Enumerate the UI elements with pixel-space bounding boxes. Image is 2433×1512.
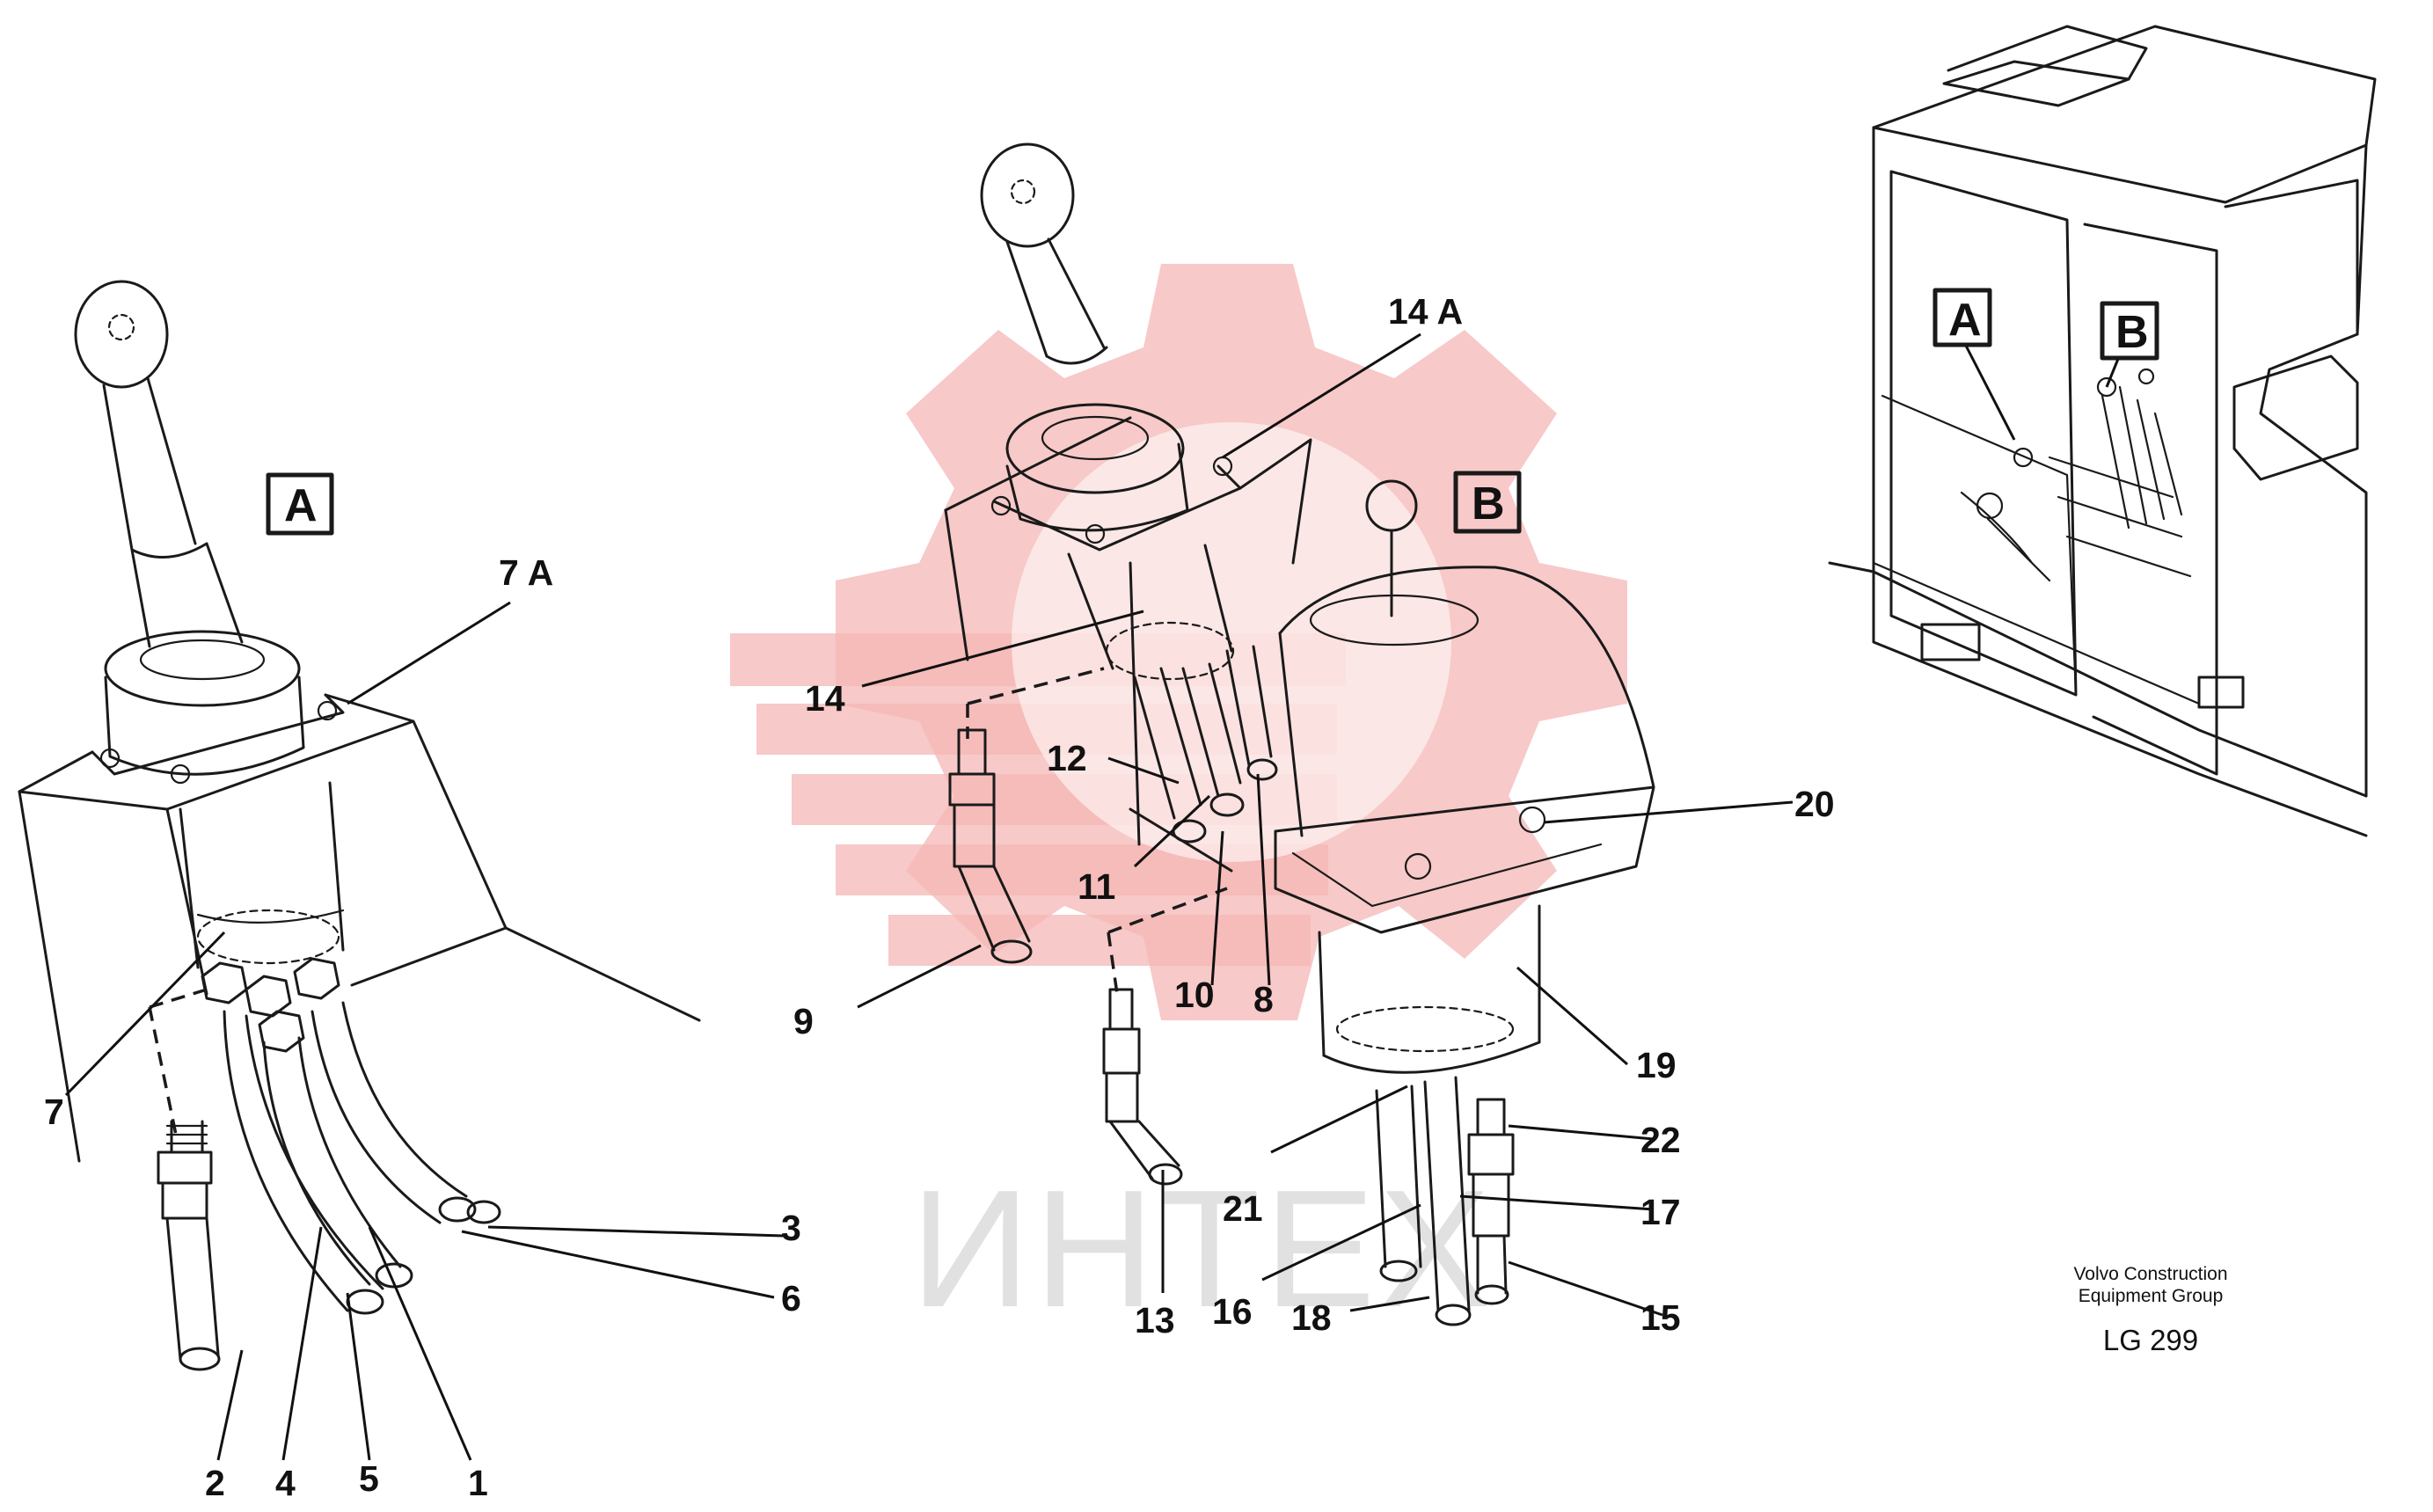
callout-8: 8	[1253, 979, 1274, 1019]
watermark-logo	[730, 264, 1627, 1020]
view-a-label: A	[284, 480, 318, 531]
callout-16: 16	[1212, 1291, 1253, 1332]
view-b-label: B	[1472, 478, 1505, 530]
callout-11: 11	[1078, 866, 1115, 907]
cab-overview	[1828, 25, 2377, 837]
cab-view-a-label: A	[1948, 295, 1982, 346]
callout-18: 18	[1291, 1297, 1332, 1338]
callout-20: 20	[1794, 784, 1835, 824]
callout-10: 10	[1174, 975, 1215, 1015]
callout-14: 14	[805, 678, 845, 719]
leader-lines-a	[64, 601, 784, 1461]
callout-7: 7	[44, 1092, 64, 1132]
callout-1: 1	[468, 1463, 488, 1503]
publisher-line-2: Equipment Group	[2079, 1286, 2224, 1306]
callout-6: 6	[781, 1278, 801, 1318]
callout-21: 21	[1223, 1188, 1263, 1229]
leader-lines-b	[857, 332, 1794, 1317]
callout-12: 12	[1047, 738, 1087, 778]
callout-22: 22	[1640, 1120, 1681, 1160]
reference-code: LG 299	[2103, 1324, 2198, 1356]
lever-assembly-a	[18, 280, 701, 1371]
callout-14a: 14 A	[1388, 291, 1463, 332]
callout-15: 15	[1640, 1297, 1681, 1338]
callout-19: 19	[1636, 1045, 1677, 1085]
callout-5: 5	[359, 1458, 379, 1499]
callout-3: 3	[781, 1208, 801, 1248]
publisher-line-1: Volvo Construction	[2073, 1264, 2227, 1284]
lever-assembly-b	[944, 142, 1655, 1326]
callout-13: 13	[1135, 1300, 1175, 1340]
watermark-text: ИНТЕХ	[910, 1156, 1494, 1342]
cab-view-b-label: B	[2115, 307, 2149, 358]
callout-labels: 7 A 7 3 6 2 4 5 1 14 A 14 12 11 9 10 8 2…	[44, 291, 1835, 1503]
callout-17: 17	[1640, 1192, 1681, 1232]
callout-4: 4	[275, 1463, 296, 1503]
callout-7a: 7 A	[499, 552, 553, 593]
callout-2: 2	[205, 1463, 225, 1503]
callout-9: 9	[793, 1001, 814, 1041]
